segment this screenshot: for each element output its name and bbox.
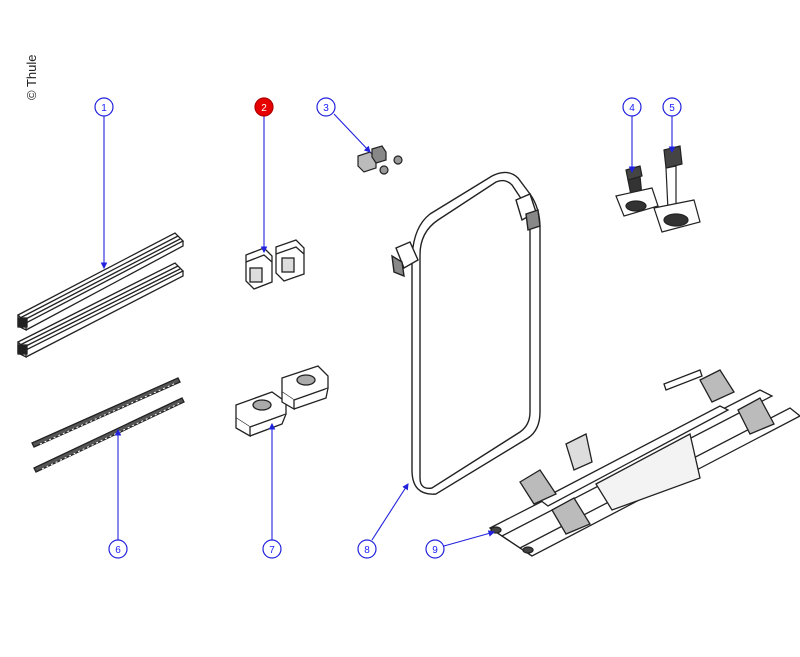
leader-3 — [333, 113, 371, 153]
platform-rack-part — [488, 369, 800, 557]
frame-part — [391, 171, 541, 495]
callout-4[interactable]: 4 — [622, 97, 642, 117]
callouts: 1 2 3 4 5 6 7 8 — [94, 97, 682, 559]
callout-6-label: 6 — [115, 545, 121, 556]
callout-6[interactable]: 6 — [108, 539, 128, 559]
callout-2[interactable]: 2 — [254, 97, 274, 117]
callout-1-label: 1 — [101, 103, 107, 114]
straps-part — [31, 377, 185, 473]
frame-brackets-part — [235, 365, 329, 438]
callout-3[interactable]: 3 — [316, 97, 336, 117]
callout-2-label: 2 — [261, 103, 267, 114]
callout-5-label: 5 — [669, 103, 675, 114]
leader-9 — [443, 530, 496, 547]
hardware-part — [357, 145, 403, 175]
wheel-holder-short-part — [615, 165, 659, 217]
rails-part — [16, 232, 185, 359]
callout-8[interactable]: 8 — [357, 539, 377, 559]
leader-8 — [371, 483, 409, 541]
rail-clamps-part — [245, 239, 305, 290]
leader-lines — [100, 113, 676, 547]
callout-4-label: 4 — [629, 103, 635, 114]
callout-3-label: 3 — [323, 103, 329, 114]
callout-7[interactable]: 7 — [262, 539, 282, 559]
callout-9-label: 9 — [432, 545, 438, 556]
highlight-marker — [254, 97, 274, 117]
callout-1[interactable]: 1 — [94, 97, 114, 117]
callout-5[interactable]: 5 — [662, 97, 682, 117]
wheel-holder-long-part — [653, 145, 701, 233]
callout-9[interactable]: 9 — [425, 539, 445, 559]
callout-8-label: 8 — [364, 545, 370, 556]
callout-7-label: 7 — [269, 545, 275, 556]
